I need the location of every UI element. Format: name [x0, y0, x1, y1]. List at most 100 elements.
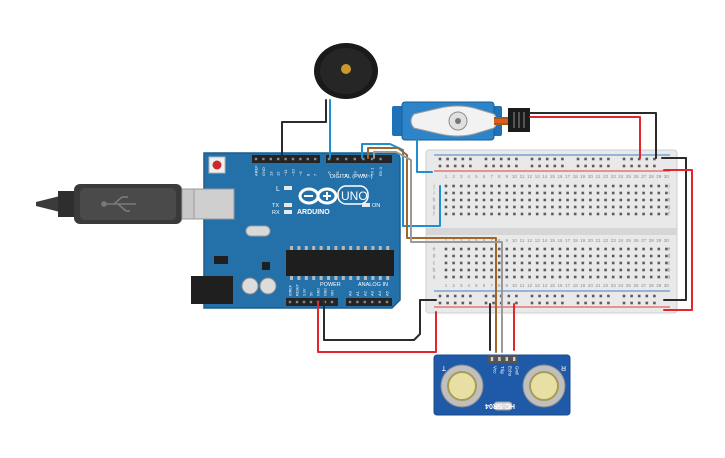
terminal-hole[interactable]: [467, 268, 471, 272]
terminal-hole[interactable]: [627, 261, 630, 265]
terminal-hole[interactable]: [543, 198, 547, 202]
terminal-hole[interactable]: [566, 254, 569, 258]
terminal-hole[interactable]: [490, 268, 493, 272]
terminal-hole[interactable]: [611, 191, 615, 195]
terminal-hole[interactable]: [596, 261, 600, 265]
terminal-hole[interactable]: [649, 275, 653, 279]
terminal-hole[interactable]: [497, 212, 501, 216]
power-rail-hole[interactable]: [538, 294, 541, 298]
terminal-hole[interactable]: [505, 261, 509, 265]
power-rail-hole[interactable]: [469, 157, 472, 161]
terminal-hole[interactable]: [444, 184, 448, 188]
terminal-hole[interactable]: [535, 212, 539, 216]
power-rail-hole[interactable]: [469, 301, 472, 305]
terminal-hole[interactable]: [497, 191, 501, 195]
terminal-hole[interactable]: [467, 247, 471, 251]
terminal-hole[interactable]: [642, 184, 645, 188]
terminal-hole[interactable]: [497, 254, 501, 258]
terminal-hole[interactable]: [634, 212, 638, 216]
power-rail-hole[interactable]: [576, 164, 580, 168]
power-rail-hole[interactable]: [499, 164, 503, 168]
terminal-hole[interactable]: [558, 275, 562, 279]
power-rail-hole[interactable]: [622, 294, 626, 298]
terminal-hole[interactable]: [619, 198, 623, 202]
terminal-hole[interactable]: [627, 212, 630, 216]
terminal-hole[interactable]: [642, 275, 645, 279]
terminal-hole[interactable]: [520, 275, 524, 279]
terminal-hole[interactable]: [566, 261, 569, 265]
terminal-hole[interactable]: [634, 247, 638, 251]
terminal-hole[interactable]: [642, 254, 645, 258]
terminal-hole[interactable]: [596, 191, 600, 195]
power-rail-hole[interactable]: [653, 301, 656, 305]
power-pin-hole[interactable]: [288, 300, 292, 304]
terminal-hole[interactable]: [619, 247, 623, 251]
terminal-hole[interactable]: [627, 205, 630, 209]
terminal-hole[interactable]: [619, 191, 623, 195]
power-rail-hole[interactable]: [599, 294, 603, 298]
terminal-hole[interactable]: [490, 275, 493, 279]
power-rail-hole[interactable]: [637, 294, 641, 298]
terminal-hole[interactable]: [657, 261, 661, 265]
terminal-hole[interactable]: [551, 275, 554, 279]
terminal-hole[interactable]: [566, 268, 569, 272]
terminal-hole[interactable]: [482, 191, 486, 195]
terminal-hole[interactable]: [513, 268, 516, 272]
terminal-hole[interactable]: [497, 198, 501, 202]
terminal-hole[interactable]: [475, 268, 478, 272]
terminal-hole[interactable]: [452, 191, 455, 195]
terminal-hole[interactable]: [657, 198, 661, 202]
power-rail-hole[interactable]: [499, 157, 503, 161]
power-rail-hole[interactable]: [607, 294, 610, 298]
terminal-hole[interactable]: [627, 191, 630, 195]
terminal-hole[interactable]: [665, 247, 668, 251]
terminal-hole[interactable]: [528, 212, 531, 216]
power-rail-hole[interactable]: [607, 157, 610, 161]
power-rail-hole[interactable]: [599, 157, 603, 161]
wire-rail-vcc-bridge[interactable]: [663, 169, 693, 311]
terminal-hole[interactable]: [665, 268, 668, 272]
power-rail-hole[interactable]: [561, 164, 564, 168]
power-rail-hole[interactable]: [553, 301, 557, 305]
terminal-hole[interactable]: [611, 212, 615, 216]
terminal-hole[interactable]: [581, 198, 585, 202]
terminal-hole[interactable]: [467, 275, 471, 279]
power-rail-hole[interactable]: [645, 164, 649, 168]
terminal-hole[interactable]: [619, 275, 623, 279]
power-rail-hole[interactable]: [591, 157, 595, 161]
terminal-hole[interactable]: [543, 212, 547, 216]
terminal-hole[interactable]: [459, 261, 463, 265]
terminal-hole[interactable]: [551, 268, 554, 272]
digital-pin-hole[interactable]: [370, 157, 374, 161]
terminal-hole[interactable]: [642, 212, 645, 216]
digital-pin-hole[interactable]: [336, 157, 339, 161]
power-rail-hole[interactable]: [637, 301, 641, 305]
terminal-hole[interactable]: [596, 268, 600, 272]
power-rail-hole[interactable]: [607, 164, 610, 168]
power-rail-hole[interactable]: [653, 157, 656, 161]
terminal-hole[interactable]: [520, 261, 524, 265]
terminal-hole[interactable]: [482, 198, 486, 202]
terminal-hole[interactable]: [513, 205, 516, 209]
terminal-hole[interactable]: [459, 205, 463, 209]
wire-servo-power[interactable]: [529, 116, 641, 159]
terminal-hole[interactable]: [604, 268, 607, 272]
digital-pin-hole[interactable]: [254, 157, 258, 161]
terminal-hole[interactable]: [589, 275, 592, 279]
terminal-hole[interactable]: [475, 212, 478, 216]
power-rail-hole[interactable]: [637, 157, 641, 161]
terminal-hole[interactable]: [566, 184, 569, 188]
digital-pin-hole[interactable]: [314, 157, 317, 161]
terminal-hole[interactable]: [535, 198, 539, 202]
terminal-hole[interactable]: [444, 254, 448, 258]
power-rail-hole[interactable]: [630, 301, 633, 305]
power-rail-hole[interactable]: [461, 301, 465, 305]
terminal-hole[interactable]: [596, 254, 600, 258]
terminal-hole[interactable]: [535, 254, 539, 258]
terminal-hole[interactable]: [611, 254, 615, 258]
terminal-hole[interactable]: [452, 261, 455, 265]
terminal-hole[interactable]: [604, 184, 607, 188]
terminal-hole[interactable]: [505, 184, 509, 188]
wire-servo-lead[interactable]: [416, 139, 433, 173]
